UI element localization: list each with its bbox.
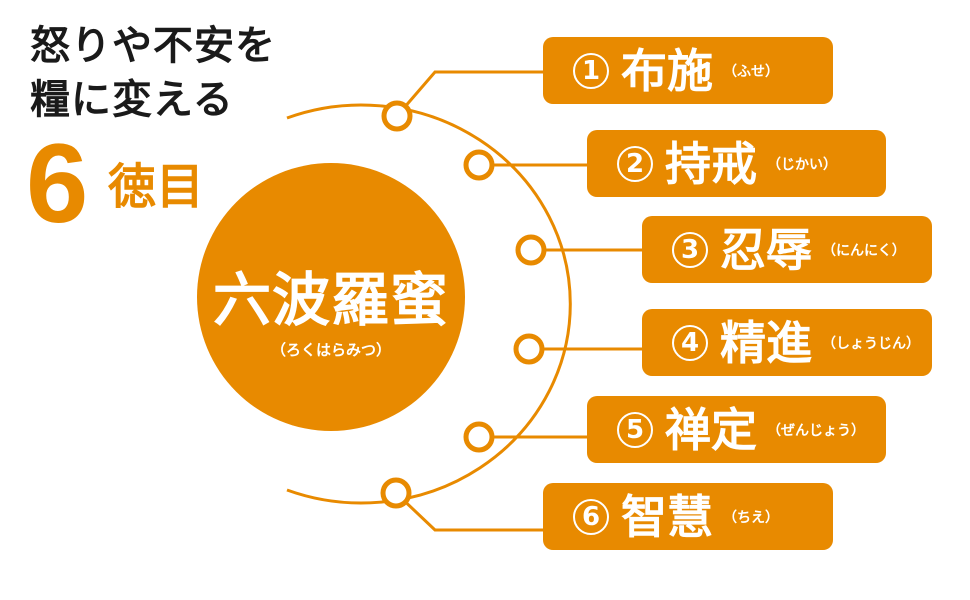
item-label: 禅定 bbox=[665, 402, 757, 457]
item-box-2: 2 持戒 （じかい） bbox=[587, 130, 886, 197]
item-label: 布施 bbox=[621, 43, 713, 98]
item-reading: （ちえ） bbox=[723, 509, 779, 526]
item-label: 智慧 bbox=[621, 489, 713, 544]
item-number: 5 bbox=[617, 411, 653, 448]
item-number: 3 bbox=[672, 231, 708, 268]
item-label: 精進 bbox=[720, 315, 812, 370]
item-number: 4 bbox=[672, 324, 708, 361]
title-line-2: 糧に変える bbox=[30, 77, 234, 123]
item-box-1: 1 布施 （ふせ） bbox=[543, 37, 833, 104]
item-number: 6 bbox=[573, 498, 609, 535]
item-reading: （しょうじん） bbox=[822, 335, 920, 352]
connector-6 bbox=[394, 491, 543, 532]
node-6 bbox=[380, 477, 412, 509]
item-reading: （じかい） bbox=[767, 156, 837, 173]
node-4 bbox=[513, 333, 545, 365]
item-box-4: 4 精進 （しょうじん） bbox=[642, 309, 932, 376]
node-1 bbox=[381, 100, 413, 132]
center-circle: 六波羅蜜 （ろくはらみつ） bbox=[197, 163, 465, 431]
center-reading: （ろくはらみつ） bbox=[270, 341, 391, 359]
node-2 bbox=[463, 149, 495, 181]
title-line-1: 怒りや不安を bbox=[30, 23, 276, 69]
item-label: 持戒 bbox=[665, 136, 757, 191]
item-reading: （ふせ） bbox=[723, 63, 779, 80]
center-label: 六波羅蜜 bbox=[212, 266, 449, 334]
title-suffix: 徳目 bbox=[108, 159, 205, 215]
item-reading: （にんにく） bbox=[822, 242, 906, 259]
connector-1 bbox=[395, 70, 543, 117]
item-box-5: 5 禅定 （ぜんじょう） bbox=[587, 396, 886, 463]
item-number: 2 bbox=[617, 145, 653, 182]
item-box-6: 6 智慧 （ちえ） bbox=[543, 483, 833, 550]
item-number: 1 bbox=[573, 52, 609, 89]
item-reading: （ぜんじょう） bbox=[767, 422, 865, 439]
item-label: 忍辱 bbox=[720, 222, 812, 277]
title-number: 6 bbox=[26, 121, 89, 246]
node-5 bbox=[463, 421, 495, 453]
item-box-3: 3 忍辱 （にんにく） bbox=[642, 216, 932, 283]
node-3 bbox=[515, 234, 547, 266]
